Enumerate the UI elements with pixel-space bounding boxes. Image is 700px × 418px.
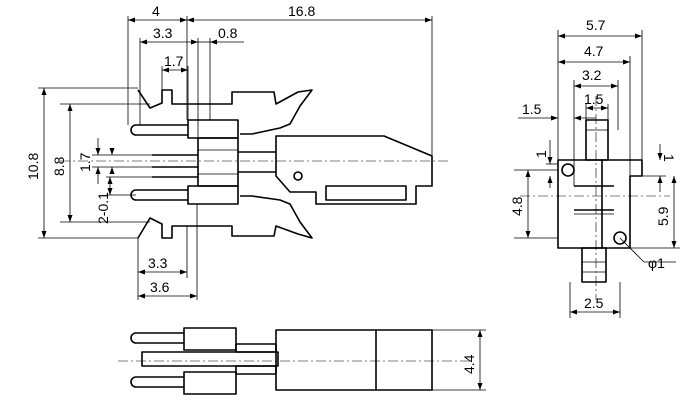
dim-10-8: 10.8 bbox=[25, 153, 41, 180]
dim-5-9: 5.9 bbox=[655, 206, 671, 226]
dim-2-0-1: 2-0.1 bbox=[95, 192, 111, 224]
dim-1-5-inner: 1.5 bbox=[584, 91, 604, 107]
dim-3-3-top: 3.3 bbox=[153, 25, 173, 41]
dim-1-right: 1 bbox=[661, 154, 677, 162]
dim-1-7-left: 1.7 bbox=[77, 152, 93, 172]
dim-16-8: 16.8 bbox=[288, 3, 315, 19]
dim-4-7: 4.7 bbox=[584, 43, 604, 59]
dim-4-8: 4.8 bbox=[509, 196, 525, 216]
dim-3-2: 3.2 bbox=[582, 67, 602, 83]
side-view-dimensions: 4 16.8 3.3 0.8 1.7 10.8 8.8 1.7 2-0.1 bbox=[25, 3, 433, 300]
dim-1-7-top: 1.7 bbox=[164, 53, 184, 69]
dim-1-left: 1 bbox=[533, 150, 549, 158]
dim-1-5-left: 1.5 bbox=[522, 101, 542, 117]
dim-3-3-bottom: 3.3 bbox=[148, 255, 168, 271]
bottom-view-dimensions: 4.4 bbox=[432, 329, 486, 391]
dim-4-4: 4.4 bbox=[461, 354, 477, 374]
side-view bbox=[60, 89, 450, 239]
dim-2-5: 2.5 bbox=[584, 295, 604, 311]
dim-phi-1: φ1 bbox=[648, 255, 665, 271]
front-view-dimensions: 5.7 4.7 3.2 1.5 1.5 1 1 4.8 5.9 φ1 bbox=[509, 17, 680, 318]
dim-0-8: 0.8 bbox=[218, 25, 238, 41]
bottom-view bbox=[118, 327, 470, 395]
dim-8-8: 8.8 bbox=[51, 156, 67, 176]
dim-3-6: 3.6 bbox=[150, 279, 170, 295]
dim-5-7: 5.7 bbox=[586, 17, 606, 33]
dim-4: 4 bbox=[152, 3, 160, 19]
